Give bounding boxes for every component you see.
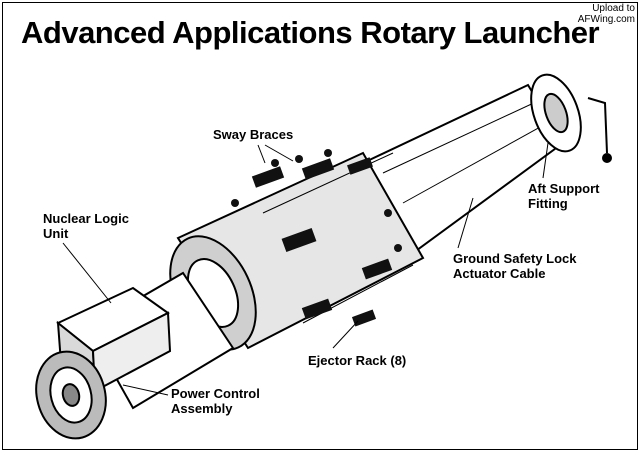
watermark-line2: AFWing.com — [577, 14, 635, 25]
label-nuclear-logic-unit-line2: Unit — [43, 226, 69, 241]
leader-ejector-rack — [332, 320, 359, 349]
power-control-assembly-shape — [35, 350, 107, 440]
launcher-illustration — [35, 73, 612, 440]
leader-aft-support — [542, 142, 549, 179]
label-aft-support-fitting-line1: Aft Support — [528, 181, 600, 196]
label-nuclear-logic-unit-line1: Nuclear Logic — [43, 211, 129, 226]
leader-ground-safety-lock — [457, 197, 474, 249]
label-ground-safety-lock-line1: Ground Safety Lock — [453, 251, 577, 266]
watermark: Upload to AFWing.com — [578, 3, 635, 25]
label-nuclear-logic-unit: Nuclear Logic Unit — [43, 211, 129, 241]
label-ejector-rack: Ejector Rack (8) — [308, 353, 407, 368]
label-power-control-assembly-line1: Power Control — [171, 386, 260, 401]
label-sway-braces: Sway Braces — [213, 127, 294, 142]
label-power-control-assembly: Power Control Assembly — [171, 386, 260, 416]
label-aft-support-fitting: Aft Support Fitting — [528, 181, 599, 211]
leader-nuclear-logic-unit — [62, 242, 112, 304]
leader-lines — [62, 142, 549, 396]
ejector-rack-clusters — [231, 149, 402, 327]
leader-sway-braces-2 — [264, 144, 294, 162]
label-ground-safety-lock-line2: Actuator Cable — [453, 266, 546, 281]
label-ground-safety-lock: Ground Safety Lock Actuator Cable — [453, 251, 577, 281]
aft-support-fitting-shape — [530, 73, 612, 163]
label-aft-support-fitting-line2: Fitting — [528, 196, 568, 211]
leader-power-control — [122, 384, 169, 396]
leader-sway-braces-1 — [257, 144, 266, 164]
diagram-title: Advanced Applications Rotary Launcher — [21, 15, 600, 50]
label-power-control-assembly-line2: Assembly — [171, 401, 233, 416]
watermark-line1: Upload to — [592, 3, 635, 14]
